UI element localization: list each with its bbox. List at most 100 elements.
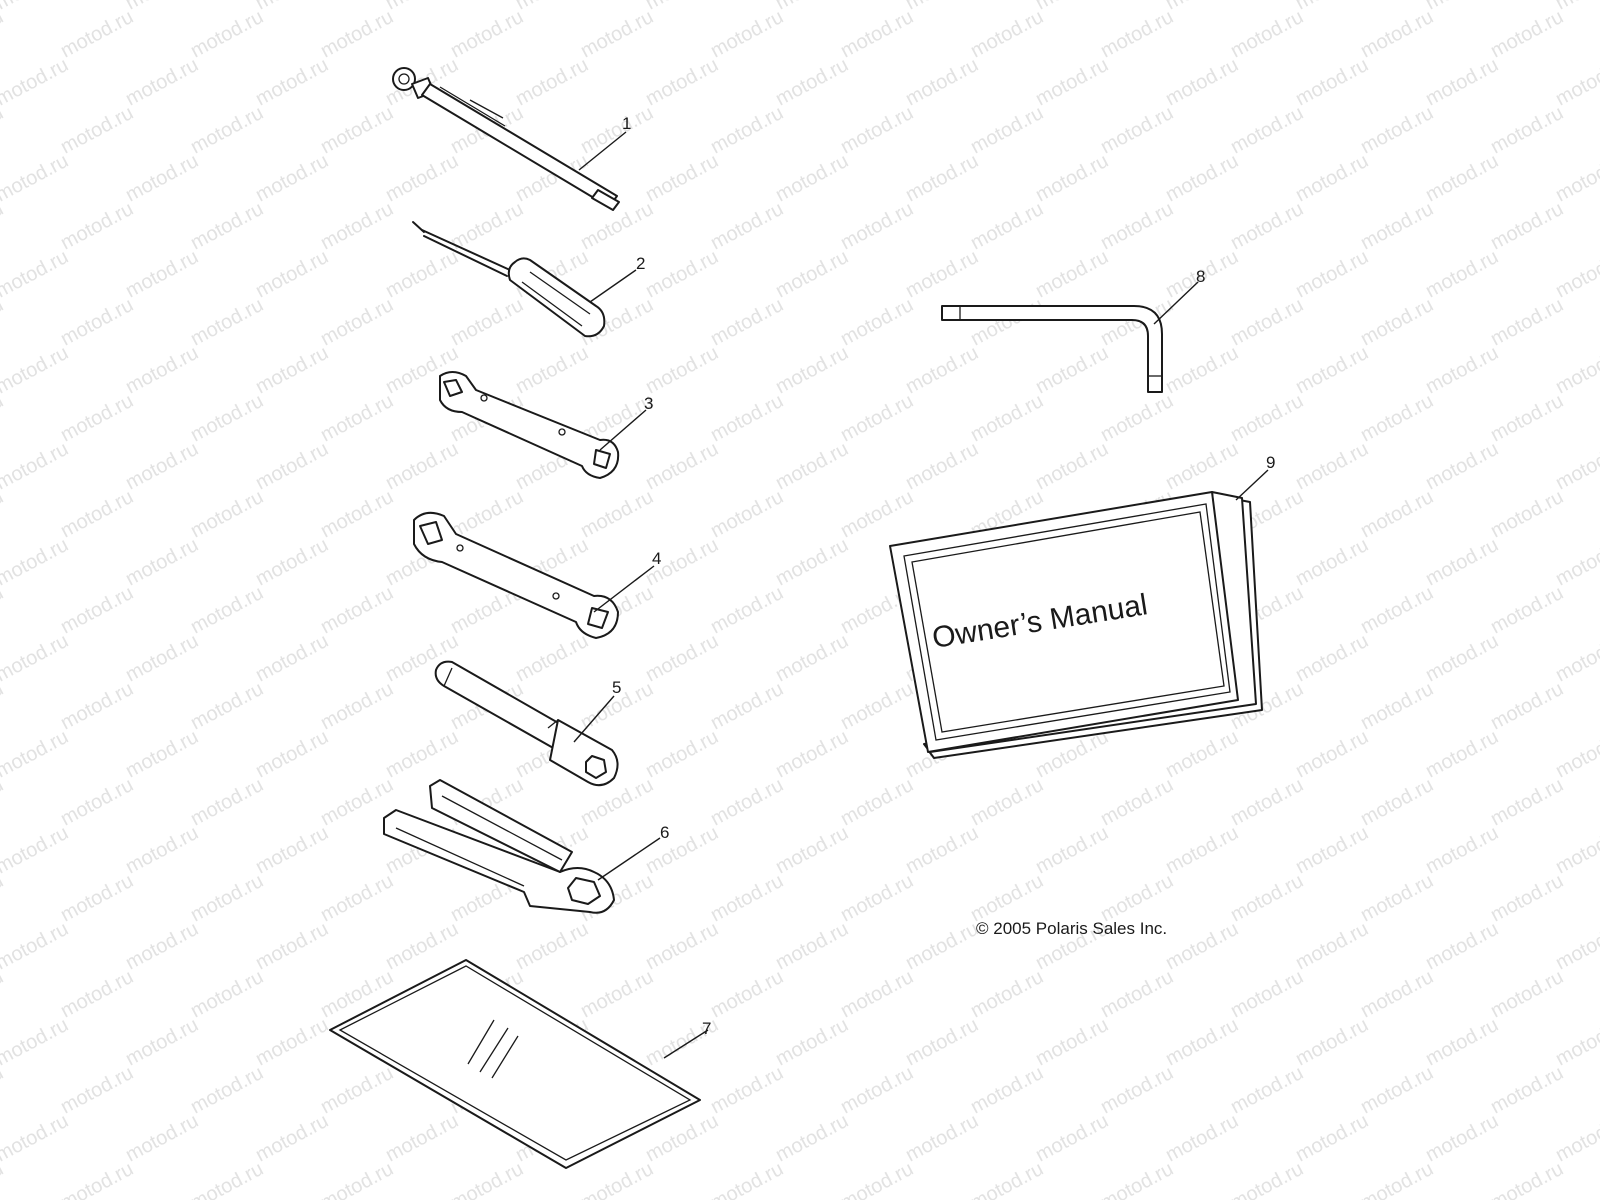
callout-1: 1 — [622, 114, 631, 133]
callout-7: 7 — [702, 1019, 711, 1038]
watermark-text: motod.ru — [967, 1062, 1047, 1118]
owners-manual-icon: Owner’s Manual — [889, 491, 1263, 759]
watermark-text: motod.ru — [382, 246, 462, 302]
watermark-text: motod.ru — [1097, 294, 1177, 350]
watermark-text: motod.ru — [1422, 54, 1502, 110]
watermark-text: motod.ru — [252, 918, 332, 974]
watermark-text: motod.ru — [57, 1062, 137, 1118]
watermark-text: motod.ru — [902, 438, 982, 494]
watermark-text: motod.ru — [902, 150, 982, 206]
watermark-text: motod.ru — [0, 1158, 7, 1200]
wrench-large-icon — [413, 511, 619, 639]
watermark-text: motod.ru — [707, 1062, 787, 1118]
watermark-text: motod.ru — [577, 198, 657, 254]
watermark-text: motod.ru — [317, 486, 397, 542]
watermark-text: motod.ru — [837, 1158, 917, 1200]
watermark-text: motod.ru — [902, 0, 982, 14]
watermark-text: motod.ru — [57, 102, 137, 158]
watermark-text: motod.ru — [1292, 630, 1372, 686]
watermark-text: motod.ru — [57, 966, 137, 1022]
watermark-text: motod.ru — [187, 102, 267, 158]
watermark-text: motod.ru — [1422, 918, 1502, 974]
watermark-text: motod.ru — [57, 870, 137, 926]
watermark-text: motod.ru — [1487, 1062, 1567, 1118]
watermark-text: motod.ru — [707, 198, 787, 254]
watermark-text: motod.ru — [772, 630, 852, 686]
watermark-text: motod.ru — [317, 390, 397, 446]
watermark-text: motod.ru — [642, 150, 722, 206]
watermark-text: motod.ru — [122, 438, 202, 494]
watermark-text: motod.ru — [837, 6, 917, 62]
watermark-text: motod.ru — [642, 822, 722, 878]
watermark-text: motod.ru — [187, 966, 267, 1022]
watermark-text: motod.ru — [0, 1014, 72, 1070]
watermark-text: motod.ru — [707, 1158, 787, 1200]
watermark-text: motod.ru — [772, 1110, 852, 1166]
watermark-text: motod.ru — [1227, 966, 1307, 1022]
watermark-text: motod.ru — [1032, 0, 1112, 14]
watermark-text: motod.ru — [1357, 1158, 1437, 1200]
watermark-text: motod.ru — [252, 54, 332, 110]
watermark-text: motod.ru — [1422, 438, 1502, 494]
watermark-text: motod.ru — [512, 342, 592, 398]
watermark-text: motod.ru — [1487, 966, 1567, 1022]
watermark-text: motod.ru — [252, 150, 332, 206]
callout-labels: 1 2 3 4 5 6 7 8 9 — [612, 114, 1275, 1038]
watermark-text: motod.ru — [1357, 198, 1437, 254]
watermark-text: motod.ru — [1552, 822, 1600, 878]
watermark-text: motod.ru — [1357, 294, 1437, 350]
watermark-text: motod.ru — [187, 6, 267, 62]
callout-8: 8 — [1196, 267, 1205, 286]
watermark-text: motod.ru — [642, 726, 722, 782]
watermark-text: motod.ru — [1422, 342, 1502, 398]
watermark-text: motod.ru — [1357, 1062, 1437, 1118]
watermark-text: motod.ru — [0, 630, 72, 686]
watermark-text: motod.ru — [122, 630, 202, 686]
watermark-text: motod.ru — [1552, 1110, 1600, 1166]
watermark-text: motod.ru — [1227, 294, 1307, 350]
watermark-text: motod.ru — [0, 486, 7, 542]
watermark-text: motod.ru — [1357, 486, 1437, 542]
watermark-text: motod.ru — [1487, 102, 1567, 158]
watermark-text: motod.ru — [1292, 726, 1372, 782]
watermark-text: motod.ru — [252, 1110, 332, 1166]
watermark-text: motod.ru — [1552, 726, 1600, 782]
watermark-text: motod.ru — [57, 1158, 137, 1200]
watermark-text: motod.ru — [1032, 438, 1112, 494]
wrench-small-icon — [439, 371, 620, 479]
watermark-text: motod.ru — [252, 630, 332, 686]
watermark-text: motod.ru — [1227, 1158, 1307, 1200]
watermark-text: motod.ru — [0, 1110, 72, 1166]
watermark-text: motod.ru — [122, 54, 202, 110]
watermark-text: motod.ru — [642, 342, 722, 398]
watermark-text: motod.ru — [447, 294, 527, 350]
watermark-text: motod.ru — [642, 438, 722, 494]
watermark-text: motod.ru — [707, 966, 787, 1022]
watermark-text: motod.ru — [902, 54, 982, 110]
watermark-text: motod.ru — [1292, 150, 1372, 206]
watermark-text: motod.ru — [57, 390, 137, 446]
watermark-text: motod.ru — [837, 1062, 917, 1118]
watermark-text: motod.ru — [317, 6, 397, 62]
watermark-text: motod.ru — [707, 678, 787, 734]
watermark-text: motod.ru — [642, 918, 722, 974]
watermark-text: motod.ru — [0, 918, 72, 974]
watermark-text: motod.ru — [1552, 246, 1600, 302]
leader-lines — [573, 131, 1269, 1059]
watermark-text: motod.ru — [512, 630, 592, 686]
watermark-text: motod.ru — [317, 1062, 397, 1118]
watermark-text: motod.ru — [1487, 6, 1567, 62]
watermark-text: motod.ru — [0, 822, 72, 878]
watermark-text: motod.ru — [0, 54, 72, 110]
watermark-text: motod.ru — [772, 0, 852, 14]
watermark-text: motod.ru — [967, 198, 1047, 254]
watermark-text: motod.ru — [57, 486, 137, 542]
watermark-text: motod.ru — [1487, 870, 1567, 926]
watermark-text: motod.ru — [1292, 438, 1372, 494]
watermark-text: motod.ru — [772, 822, 852, 878]
watermark-text: motod.ru — [1487, 486, 1567, 542]
watermark-text: motod.ru — [0, 150, 72, 206]
watermark-text: motod.ru — [837, 678, 917, 734]
watermark-text: motod.ru — [1097, 774, 1177, 830]
